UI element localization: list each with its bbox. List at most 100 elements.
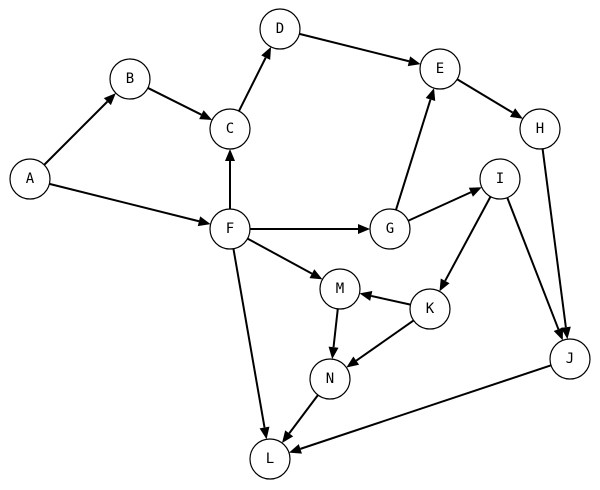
arrowhead-icon bbox=[309, 269, 323, 280]
edge-A-F bbox=[49, 182, 211, 227]
edge-I-K bbox=[439, 196, 492, 292]
arrowhead-icon bbox=[259, 426, 270, 440]
edge-G-E bbox=[395, 88, 436, 211]
arrowhead-icon bbox=[197, 216, 211, 227]
edge-line bbox=[371, 294, 411, 306]
node-E: E bbox=[419, 48, 461, 90]
node-L: L bbox=[249, 438, 291, 480]
node-C: C bbox=[209, 108, 251, 150]
edge-line bbox=[355, 319, 415, 362]
edge-line bbox=[444, 196, 492, 282]
arrowhead-icon bbox=[346, 356, 360, 368]
node-label: H bbox=[536, 121, 544, 137]
node-label: F bbox=[226, 221, 234, 237]
edge-J-L bbox=[288, 364, 552, 454]
arrowhead-icon bbox=[103, 93, 116, 106]
nodes-layer: A B C D E F G H I J K L M N bbox=[9, 8, 591, 480]
node-circle bbox=[369, 208, 411, 250]
edge-H-J bbox=[541, 148, 571, 340]
edge-A-B bbox=[43, 93, 116, 166]
node-label: C bbox=[226, 121, 234, 137]
edge-line bbox=[247, 237, 313, 275]
edge-F-M bbox=[247, 237, 323, 280]
node-B: B bbox=[109, 58, 151, 100]
edge-M-N bbox=[328, 308, 339, 360]
arrowhead-icon bbox=[425, 88, 436, 102]
edge-line bbox=[49, 182, 200, 223]
edge-line bbox=[332, 308, 339, 348]
node-circle bbox=[309, 358, 351, 400]
node-M: M bbox=[319, 268, 361, 310]
edge-E-H bbox=[456, 78, 523, 119]
edge-F-L bbox=[232, 248, 270, 440]
node-circle bbox=[109, 58, 151, 100]
edge-line bbox=[300, 364, 552, 450]
node-H: H bbox=[519, 108, 561, 150]
edge-line bbox=[456, 78, 514, 114]
edge-line bbox=[541, 148, 567, 328]
node-circle bbox=[419, 48, 461, 90]
arrowhead-icon bbox=[468, 187, 482, 197]
node-circle bbox=[549, 338, 591, 380]
edge-F-C bbox=[225, 149, 235, 209]
node-label: E bbox=[436, 61, 444, 77]
node-circle bbox=[259, 8, 301, 50]
node-label: B bbox=[126, 71, 134, 87]
edge-D-E bbox=[299, 32, 421, 67]
edge-line bbox=[238, 57, 267, 112]
edge-I-J bbox=[506, 197, 564, 341]
edge-line bbox=[232, 248, 266, 428]
edge-K-M bbox=[359, 291, 411, 306]
node-label: D bbox=[276, 21, 284, 37]
arrowhead-icon bbox=[261, 46, 272, 60]
node-circle bbox=[249, 438, 291, 480]
edges-layer bbox=[43, 32, 571, 454]
node-I: I bbox=[479, 158, 521, 200]
node-A: A bbox=[9, 158, 51, 200]
node-J: J bbox=[549, 338, 591, 380]
node-circle bbox=[9, 158, 51, 200]
arrowhead-icon bbox=[553, 327, 564, 341]
node-K: K bbox=[409, 288, 451, 330]
node-F: F bbox=[209, 208, 251, 250]
node-circle bbox=[519, 108, 561, 150]
edge-line bbox=[147, 87, 202, 116]
node-label: M bbox=[336, 281, 344, 297]
node-G: G bbox=[369, 208, 411, 250]
node-label: G bbox=[386, 221, 394, 237]
edge-line bbox=[395, 99, 432, 211]
node-circle bbox=[479, 158, 521, 200]
arrowhead-icon bbox=[282, 430, 294, 443]
arrowhead-icon bbox=[225, 149, 235, 161]
node-circle bbox=[319, 268, 361, 310]
arrowhead-icon bbox=[509, 108, 523, 119]
edge-line bbox=[407, 191, 472, 222]
edge-line bbox=[288, 394, 319, 434]
node-label: J bbox=[566, 351, 574, 367]
edge-F-G bbox=[250, 224, 370, 234]
edge-C-D bbox=[238, 46, 272, 112]
node-label: N bbox=[326, 371, 334, 387]
edge-K-N bbox=[346, 319, 415, 368]
node-label: L bbox=[266, 451, 274, 467]
edge-line bbox=[43, 100, 109, 166]
arrowhead-icon bbox=[328, 346, 339, 360]
node-circle bbox=[209, 208, 251, 250]
node-circle bbox=[209, 108, 251, 150]
node-circle bbox=[409, 288, 451, 330]
edge-line bbox=[299, 32, 410, 63]
arrowhead-icon bbox=[358, 224, 370, 234]
arrowhead-icon bbox=[407, 56, 421, 67]
node-D: D bbox=[259, 8, 301, 50]
arrowhead-icon bbox=[288, 444, 302, 454]
edge-B-C bbox=[147, 87, 213, 121]
edge-N-L bbox=[282, 394, 319, 443]
node-label: I bbox=[496, 171, 504, 187]
node-N: N bbox=[309, 358, 351, 400]
edge-line bbox=[506, 197, 560, 330]
node-label: A bbox=[26, 171, 35, 187]
arrowhead-icon bbox=[359, 291, 373, 301]
arrowhead-icon bbox=[199, 110, 213, 121]
edge-G-I bbox=[407, 187, 482, 222]
